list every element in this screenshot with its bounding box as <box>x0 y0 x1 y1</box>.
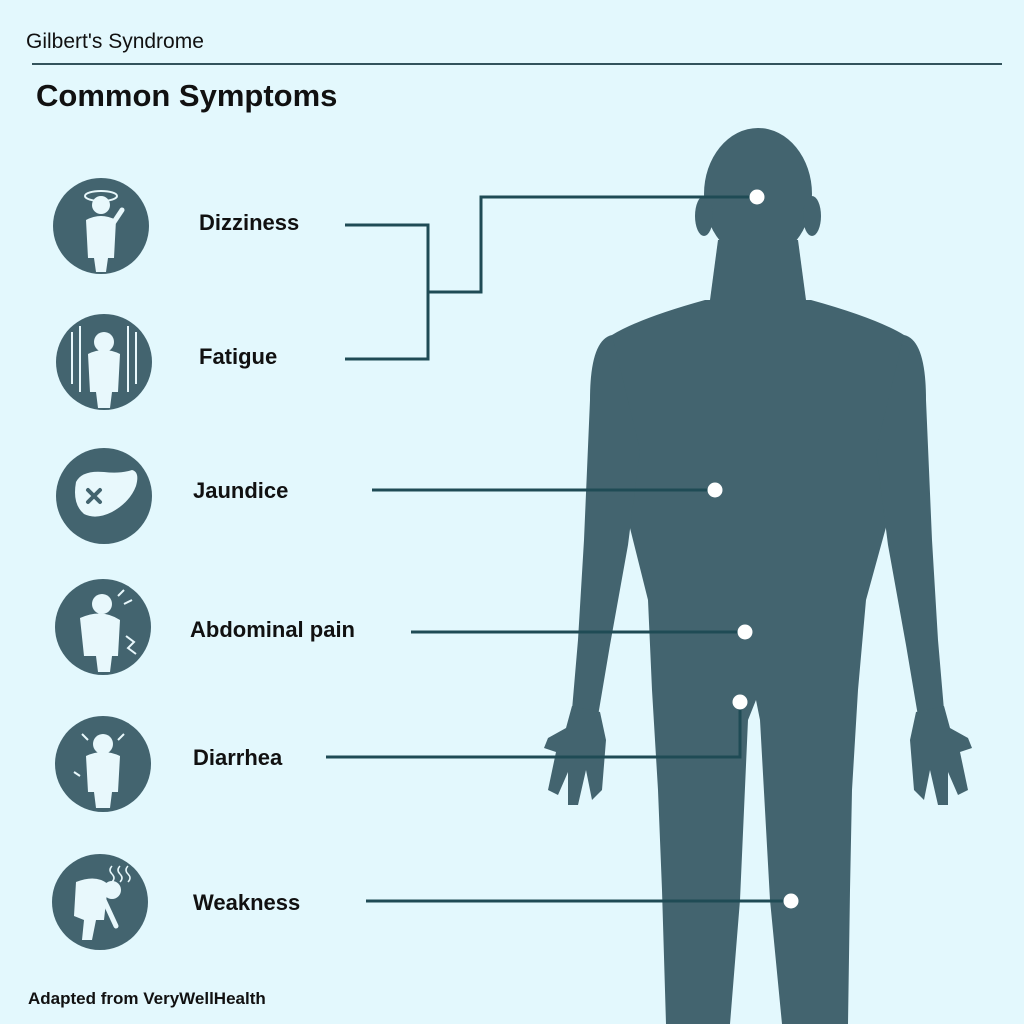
body-markers <box>707 189 799 909</box>
stomach-pain-person-icon <box>55 579 151 675</box>
dizziness-connector <box>345 223 430 292</box>
header-title: Gilbert's Syndrome <box>26 30 204 53</box>
intestine-marker <box>732 694 748 710</box>
liver-icon <box>56 448 152 544</box>
header-divider <box>32 63 1002 65</box>
source-credit: Adapted from VeryWellHealth <box>28 989 266 1008</box>
fatigue-connector <box>345 292 430 361</box>
symptom-label-diarrhea: Diarrhea <box>193 745 283 770</box>
symptom-label-fatigue: Fatigue <box>199 344 278 369</box>
symptom-label-dizziness: Dizziness <box>199 210 300 235</box>
abdomen-marker <box>737 624 753 640</box>
head-connector <box>428 195 757 294</box>
leg-marker <box>783 893 799 909</box>
dizzy-person-icon <box>53 178 149 274</box>
symptom-label-jaundice: Jaundice <box>193 478 289 503</box>
page-title: Common Symptoms <box>36 78 338 113</box>
symptom-label-weakness: Weakness <box>193 890 301 915</box>
liver-marker <box>707 482 723 498</box>
cramping-person-icon <box>55 716 151 812</box>
symptom-label-abdominal-pain: Abdominal pain <box>190 617 355 642</box>
diarrhea-connector <box>326 702 742 759</box>
tired-person-icon <box>56 314 152 410</box>
head-marker <box>749 189 765 205</box>
connector-lines <box>326 195 791 903</box>
weak-person-icon <box>52 854 148 950</box>
body-silhouette <box>544 128 972 1024</box>
